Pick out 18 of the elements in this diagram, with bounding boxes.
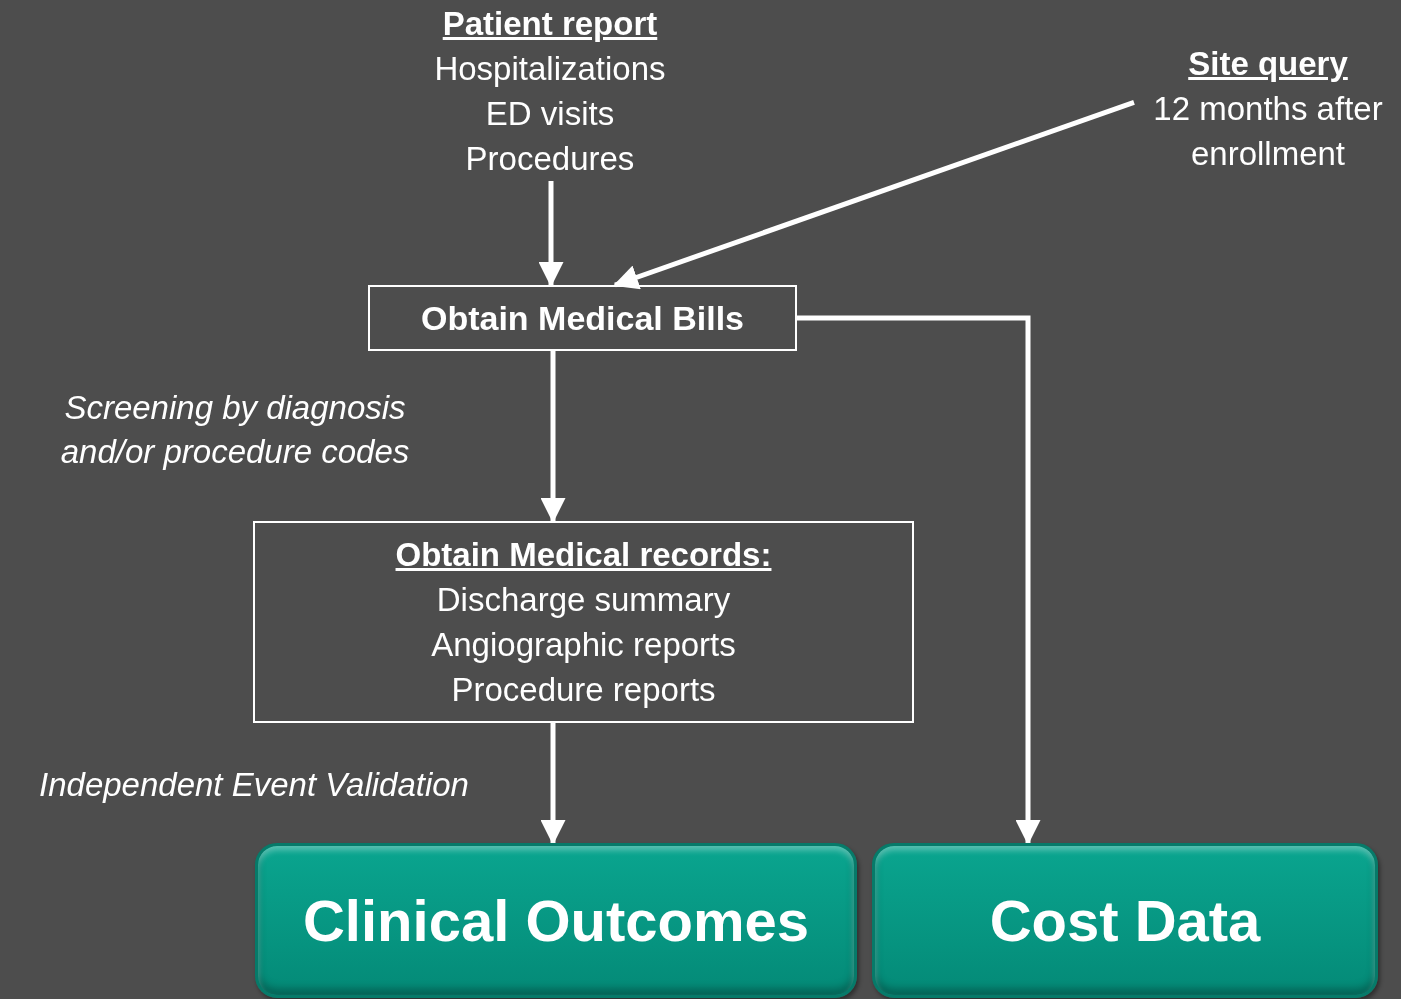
arrow (540, 351, 566, 523)
process-box (253, 521, 914, 723)
box-label: Clinical Outcomes (303, 887, 809, 954)
heading-text: Patient report (442, 4, 658, 44)
box-label: Cost Data (989, 887, 1261, 954)
item-list-text: Discharge summary Angiographic reports Procedure reports (430, 579, 737, 710)
arrow (797, 315, 1041, 845)
heading-text: Site query (1188, 44, 1348, 84)
arrow (540, 723, 566, 845)
item-list-text: Hospitalizations ED visits Procedures (433, 49, 667, 179)
arrow (538, 181, 564, 287)
item-list-text: 12 months after enrollment (1152, 89, 1384, 174)
arrow (613, 99, 1135, 290)
box-label: Obtain Medical Bills (420, 298, 745, 338)
outcome-box (872, 843, 1378, 998)
outcome-box (255, 843, 857, 998)
process-box (368, 285, 797, 351)
heading-text: Obtain Medical records: (395, 534, 772, 575)
